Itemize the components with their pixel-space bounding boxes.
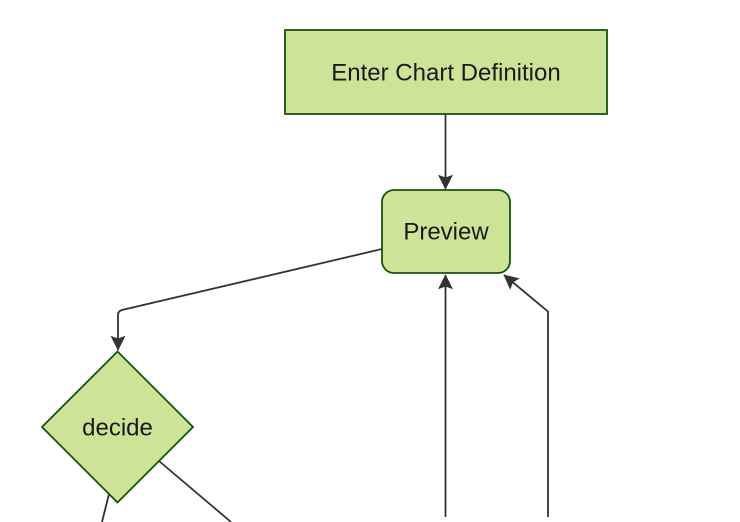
preview-label: Preview [403, 219, 489, 246]
preview-box [381, 189, 511, 274]
node-decide: decide [40, 350, 195, 504]
edge-decide-to-offscreen-left [101, 493, 110, 522]
node-enter-chart-definition: Enter Chart Definition [284, 29, 608, 115]
decide-diamond [40, 350, 195, 504]
edge-offscreen-to-preview-corner [503, 274, 549, 517]
edge-decide-to-offscreen-right [158, 460, 232, 522]
enter-chart-definition-label: Enter Chart Definition [331, 60, 560, 87]
enter-chart-definition-box [284, 29, 608, 115]
edge-preview-to-decide [110, 248, 383, 351]
decide-label: decide [82, 415, 153, 442]
node-preview: Preview [381, 189, 511, 274]
